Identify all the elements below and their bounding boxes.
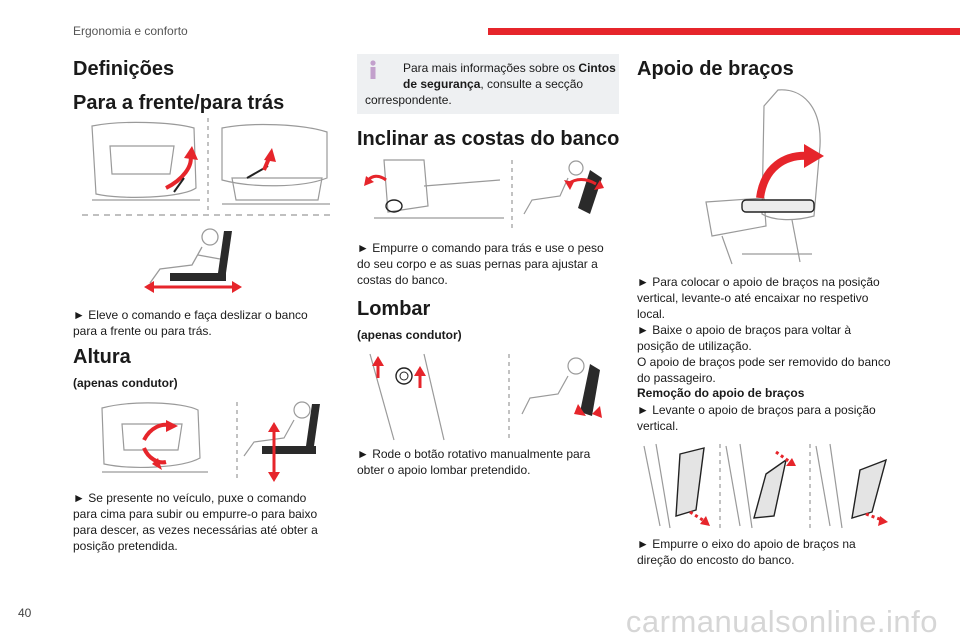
paragraph-inclinar: ► Empurre o comando para trás e use o pe…	[357, 241, 604, 287]
subheading-altura: (apenas condutor)	[73, 376, 178, 390]
lumbar-illustration	[369, 353, 602, 441]
heading-inclinar: Inclinar as costas do banco	[357, 128, 620, 150]
page-number: 40	[18, 606, 32, 620]
armrest-removal-illustration	[643, 443, 888, 529]
heading-altura: Altura	[73, 346, 131, 368]
header-section-title: Ergonomia e conforto	[73, 24, 188, 38]
armrest-raise-illustration	[705, 89, 824, 265]
person-slide-illustration	[144, 228, 242, 293]
subheading-remocao: Remoção do apoio de braços	[637, 386, 805, 400]
paragraph-altura: ► Se presente no veículo, puxe o comando…	[73, 491, 318, 553]
heading-lombar: Lombar	[357, 298, 431, 320]
paragraph-apoio-5: ► Empurre o eixo do apoio de braços na d…	[637, 537, 856, 567]
info-box-cintos: Para mais informações sobre os Cintos de…	[357, 54, 619, 114]
paragraph-lombar: ► Rode o botão rotativo manualmente para…	[357, 447, 591, 477]
paragraph-apoio-3: O apoio de braços pode ser removido do b…	[637, 355, 891, 385]
heading-frente-tras: Para a frente/para trás	[73, 92, 285, 114]
seat-recline-illustration	[364, 159, 604, 228]
heading-apoio-bracos: Apoio de braços	[637, 58, 794, 80]
paragraph-apoio-1: ► Para colocar o apoio de braços na posi…	[637, 275, 880, 321]
info-icon	[370, 60, 376, 79]
paragraph-frente-tras: ► Eleve o comando e faça deslizar o banc…	[73, 308, 308, 338]
paragraph-apoio-4: ► Levante o apoio de braços para a posiç…	[637, 403, 876, 433]
seat-slide-illustration	[82, 118, 332, 216]
heading-definicoes: Definições	[73, 58, 175, 80]
subheading-lombar: (apenas condutor)	[357, 328, 462, 342]
header-accent-bar	[488, 28, 960, 35]
paragraph-apoio-2: ► Baixe o apoio de braços para voltar à …	[637, 323, 852, 353]
seat-height-illustration	[101, 401, 320, 482]
watermark: carmanualsonline.info	[625, 604, 938, 639]
